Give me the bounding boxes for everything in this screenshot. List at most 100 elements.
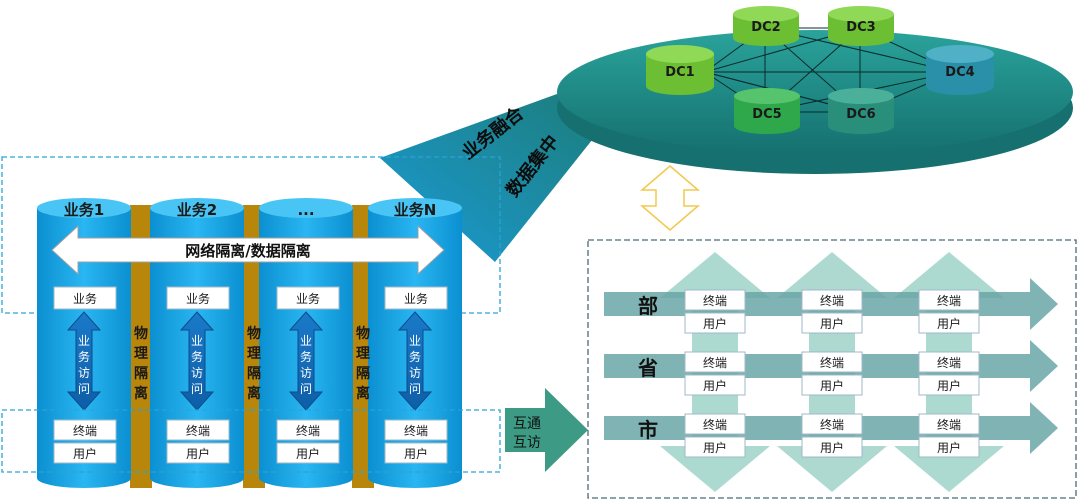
svg-text:终端: 终端 [937,355,961,370]
svg-text:业务: 业务 [296,291,320,306]
svg-text:用户: 用户 [73,446,97,461]
svg-text:访: 访 [191,366,203,380]
convergence-banner: 业务融合 数据集中 [380,90,600,262]
svg-text:终端: 终端 [296,423,320,438]
svg-text:务: 务 [78,349,90,364]
svg-text:用户: 用户 [820,316,844,331]
hierarchy-frame [587,239,1077,499]
svg-text:用户: 用户 [703,440,727,455]
svg-text:访: 访 [300,366,312,380]
svg-text:业: 业 [78,334,90,348]
svg-text:终端: 终端 [820,293,844,308]
column-3-stack: 业务 业 务 访 问 终端 用户 [276,286,340,464]
svg-text:用户: 用户 [703,316,727,331]
user-box [166,442,230,464]
svg-text:物: 物 [356,325,370,342]
column-1-title: 业务1 [64,201,104,219]
svg-text:问: 问 [191,382,203,396]
service-box [384,286,448,310]
svg-text:问: 问 [78,382,90,396]
terminal-box [384,419,448,441]
svg-text:务: 务 [409,349,421,364]
svg-text:终端: 终端 [404,423,428,438]
column-2-title: 业务2 [177,201,217,219]
interop-arrow: 互通 互访 [505,388,588,472]
svg-text:终端: 终端 [73,423,97,438]
sync-double-arrow [639,165,701,231]
datacenter-platform: DC2 DC3 DC1 DC4 DC5 DC6 [557,6,1073,174]
svg-text:理: 理 [356,346,370,362]
user-box [384,442,448,464]
svg-text:隔: 隔 [247,366,261,382]
isolation-double-arrow: 网络隔离/数据隔离 [51,224,445,276]
terminal-box [53,419,117,441]
service-box [276,286,340,310]
service-box [166,286,230,310]
svg-text:终端: 终端 [937,417,961,432]
dc6-node: DC6 [828,88,894,134]
level-3-nodes: 终端 用户 终端 用户 终端 用户 [684,413,980,458]
column-1-stack: 业务 业 务 访 问 终端 用户 [53,286,117,464]
isolation-label: 网络隔离/数据隔离 [185,242,310,260]
service-box [53,286,117,310]
svg-text:终端: 终端 [703,355,727,370]
dc1-label: DC1 [665,65,694,80]
svg-text:隔: 隔 [134,366,148,382]
svg-text:业: 业 [409,334,421,348]
svg-text:终端: 终端 [937,293,961,308]
dc6-label: DC6 [846,107,875,122]
isolation-frame [1,156,501,314]
svg-text:理: 理 [247,346,261,362]
svg-text:务: 务 [191,349,203,364]
dc3-node: DC3 [828,6,894,46]
svg-text:隔: 隔 [356,366,370,382]
svg-text:互通: 互通 [513,416,541,432]
svg-text:离: 离 [356,385,370,402]
svg-text:用户: 用户 [937,440,961,455]
terminal-frame [1,409,501,473]
physical-isolation-labels: 物 理 隔 离 物 理 隔 离 物 理 隔 离 [134,325,370,402]
svg-text:用户: 用户 [937,378,961,393]
user-box [53,442,117,464]
column-4-title: 业务N [394,201,437,219]
user-box [276,442,340,464]
dc2-label: DC2 [751,20,780,35]
svg-text:用户: 用户 [820,440,844,455]
svg-text:业务: 业务 [73,291,97,306]
svg-text:终端: 终端 [820,355,844,370]
dc5-label: DC5 [752,107,781,122]
dc4-label: DC4 [945,65,974,80]
svg-text:访: 访 [78,366,90,380]
svg-text:访: 访 [409,366,421,380]
svg-text:业: 业 [191,334,203,348]
svg-text:终端: 终端 [703,417,727,432]
svg-text:终端: 终端 [703,293,727,308]
column-4-stack: 业务 业 务 访 问 终端 用户 [384,286,448,464]
svg-text:离: 离 [134,385,148,402]
svg-text:问: 问 [300,382,312,396]
svg-text:理: 理 [134,346,148,362]
level-1-label: 部 [638,294,658,318]
level-2-label: 省 [637,356,658,380]
svg-text:离: 离 [247,385,261,402]
terminal-box [166,419,230,441]
column-3-title: ... [297,201,314,219]
level-2-nodes: 终端 用户 终端 用户 终端 用户 [684,351,980,396]
platform-top [557,30,1073,154]
terminal-box [276,419,340,441]
svg-text:务: 务 [300,349,312,364]
svg-text:业: 业 [300,334,312,348]
dc3-label: DC3 [846,20,875,35]
svg-text:用户: 用户 [937,316,961,331]
dc5-node: DC5 [734,88,800,134]
svg-text:物: 物 [134,325,148,342]
dc4-node: DC4 [926,45,994,95]
dc1-node: DC1 [646,45,714,95]
svg-text:用户: 用户 [703,378,727,393]
svg-text:业务: 业务 [186,291,210,306]
column-2-stack: 业务 业 务 访 问 终端 用户 [166,286,230,464]
svg-text:用户: 用户 [404,446,428,461]
svg-text:用户: 用户 [186,446,210,461]
svg-text:问: 问 [409,382,421,396]
